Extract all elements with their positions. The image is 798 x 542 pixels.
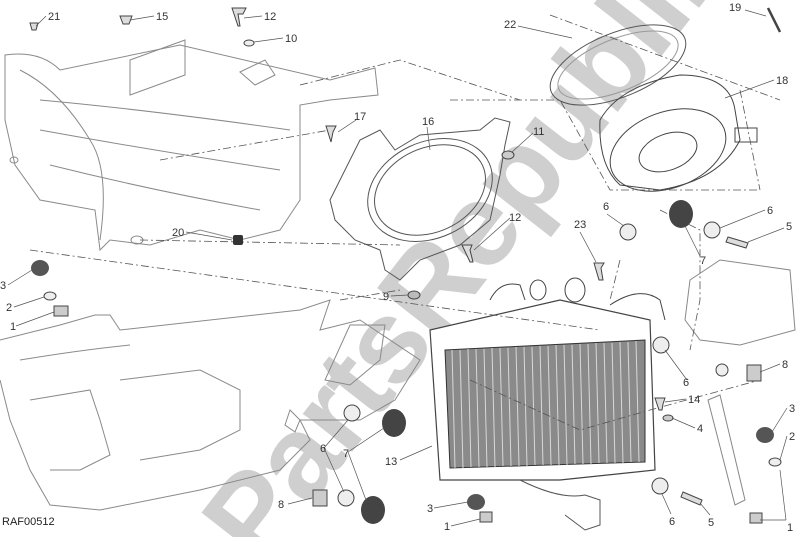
callout-7: 7 — [343, 448, 350, 460]
callout-5: 5 — [708, 517, 715, 529]
callout-4: 4 — [697, 423, 704, 435]
callout-8: 8 — [278, 499, 285, 511]
callout-9: 9 — [383, 291, 390, 303]
callout-17: 17 — [354, 111, 367, 123]
fan-shroud — [329, 117, 511, 281]
callout-2: 2 — [6, 302, 13, 314]
callout-6: 6 — [603, 201, 610, 213]
callout-15: 15 — [156, 11, 169, 23]
assembly-lines — [29, 14, 781, 431]
callout-11: 11 — [533, 126, 545, 138]
callout-2: 2 — [789, 431, 796, 443]
callout-16: 16 — [422, 116, 435, 128]
callout-12: 12 — [264, 11, 277, 23]
right-side-bracket — [684, 259, 796, 506]
callout-1: 1 — [787, 522, 794, 534]
callout-6: 6 — [320, 443, 327, 455]
lower-fairing-panel — [0, 299, 421, 511]
radiator — [429, 277, 666, 531]
callout-7: 7 — [700, 255, 707, 267]
reference-code: RAF00512 — [2, 516, 55, 528]
callout-3: 3 — [427, 503, 434, 515]
callout-13: 13 — [385, 456, 398, 468]
callout-6: 6 — [683, 377, 690, 389]
callout-20: 20 — [172, 227, 185, 239]
callout-19: 19 — [729, 2, 742, 14]
callout-3: 3 — [0, 280, 7, 292]
callout-23: 23 — [574, 219, 587, 231]
callout-8: 8 — [782, 359, 789, 371]
callout-1: 1 — [444, 521, 451, 533]
left-air-duct — [4, 39, 379, 252]
callout-leaders — [7, 9, 788, 527]
callout-22: 22 — [504, 19, 517, 31]
callout-10: 10 — [285, 33, 298, 45]
fasteners — [29, 7, 782, 524]
callout-21: 21 — [48, 11, 61, 23]
callout-6: 6 — [669, 516, 676, 528]
cooling-fan — [599, 74, 758, 192]
callout-3: 3 — [789, 403, 796, 415]
callout-5: 5 — [786, 221, 793, 233]
callout-12: 12 — [509, 212, 522, 224]
callout-1: 1 — [10, 321, 17, 333]
callout-6: 6 — [767, 205, 774, 217]
callout-18: 18 — [776, 75, 789, 87]
callout-14: 14 — [688, 394, 701, 406]
